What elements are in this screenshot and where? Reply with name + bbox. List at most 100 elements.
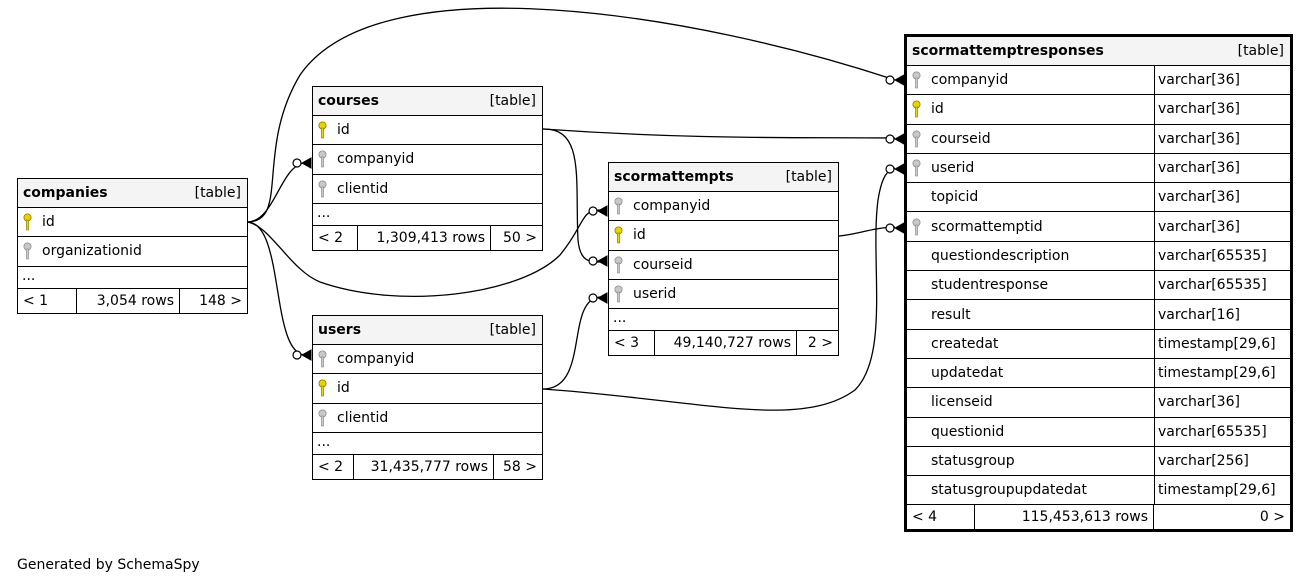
table-courses[interactable]: courses [table] id companyid clientid ..… — [312, 86, 543, 251]
table-header: companies [table] — [18, 179, 247, 208]
foreign-key-icon — [318, 150, 327, 168]
column-name: licenseid — [931, 394, 993, 411]
column-row: id varchar[36] — [907, 95, 1290, 125]
column-name: organizationid — [42, 243, 142, 260]
more-columns-ellipsis: ... — [313, 204, 542, 226]
column-row: statusgroup varchar[256] — [907, 446, 1290, 477]
row-count: 49,140,727 rows — [654, 331, 797, 356]
column-name: topicid — [931, 189, 979, 206]
column-name: companyid — [337, 151, 415, 168]
column-type: varchar[16] — [1154, 300, 1290, 329]
child-count[interactable]: 50 > — [503, 229, 537, 246]
child-count[interactable]: 2 > — [807, 335, 833, 352]
table-name: scormattempts — [614, 169, 734, 185]
column-name: id — [633, 227, 646, 244]
foreign-key-icon — [318, 409, 327, 427]
column-row: userid varchar[36] — [907, 153, 1290, 184]
table-type-label: [table] — [489, 322, 536, 338]
column-name: statusgroup — [931, 453, 1015, 469]
table-type-label: [table] — [489, 93, 536, 109]
more-columns-ellipsis: ... — [609, 309, 838, 332]
edge-courses-attempts — [542, 128, 601, 263]
foreign-key-icon — [614, 256, 623, 274]
column-name: companyid — [633, 198, 711, 215]
table-name: users — [318, 322, 362, 338]
column-type: varchar[256] — [1154, 446, 1290, 476]
column-row: companyid — [609, 192, 838, 222]
column-row: updatedat timestamp[29,6] — [907, 358, 1290, 389]
column-row: createdat timestamp[29,6] — [907, 329, 1290, 359]
table-type-label: [table] — [785, 169, 832, 185]
table-type-label: [table] — [194, 185, 241, 201]
column-name: courseid — [633, 256, 693, 273]
column-type: varchar[36] — [1154, 388, 1290, 417]
column-row: licenseid varchar[36] — [907, 388, 1290, 418]
table-users[interactable]: users [table] companyid id clientid ... … — [312, 315, 543, 480]
primary-key-icon — [614, 226, 623, 244]
foreign-key-icon — [318, 350, 327, 368]
primary-key-icon — [23, 213, 32, 231]
parent-count[interactable]: < 4 — [912, 509, 938, 526]
parent-count[interactable]: < 2 — [318, 458, 344, 475]
column-type: timestamp[29,6] — [1154, 358, 1290, 388]
column-row: id — [313, 374, 542, 404]
table-scormattempts[interactable]: scormattempts [table] companyid id cours… — [608, 162, 839, 357]
column-name: clientid — [337, 409, 389, 426]
column-name: id — [337, 122, 350, 139]
table-companies[interactable]: companies [table] id organizationid ... … — [17, 178, 248, 314]
parent-count[interactable]: < 2 — [318, 229, 344, 246]
column-name: userid — [931, 160, 975, 177]
column-name: questionid — [931, 423, 1005, 440]
column-row: clientid — [313, 175, 542, 204]
column-type: timestamp[29,6] — [1154, 476, 1290, 505]
row-count: 31,435,777 rows — [353, 454, 494, 479]
crowfoot-arrows — [300, 74, 905, 361]
parent-count[interactable]: < 3 — [614, 335, 640, 352]
column-name: result — [931, 306, 971, 323]
table-name: courses — [318, 93, 379, 109]
column-row: userid — [609, 280, 838, 310]
foreign-key-icon — [912, 71, 921, 89]
column-name: statusgroupupdatedat — [931, 482, 1087, 499]
table-header: scormattempts [table] — [609, 163, 838, 192]
column-name: courseid — [931, 130, 991, 147]
child-count[interactable]: 148 > — [199, 292, 242, 309]
edge-users-attempts — [542, 296, 601, 390]
column-type: timestamp[29,6] — [1154, 329, 1290, 358]
column-row: questiondescription varchar[65535] — [907, 241, 1290, 272]
column-row: courseid varchar[36] — [907, 124, 1290, 154]
column-name: userid — [633, 286, 677, 303]
primary-key-icon — [318, 379, 327, 397]
more-columns-ellipsis: ... — [313, 433, 542, 455]
column-row: companyid varchar[36] — [907, 66, 1290, 96]
child-count[interactable]: 58 > — [503, 458, 537, 475]
table-scormattemptresponses[interactable]: scormattemptresponses [table] companyid … — [904, 34, 1293, 533]
column-type: varchar[65535] — [1154, 271, 1290, 300]
column-type: varchar[36] — [1154, 95, 1290, 124]
table-header: courses [table] — [313, 87, 542, 116]
column-name: studentresponse — [931, 277, 1049, 294]
edge-companies-courses — [246, 162, 306, 223]
column-type: varchar[36] — [1154, 183, 1290, 212]
child-count[interactable]: 0 > — [1259, 509, 1285, 526]
column-row: companyid — [313, 145, 542, 175]
column-row: scormattemptid varchar[36] — [907, 212, 1290, 242]
edge-users-responses — [542, 167, 896, 411]
column-row: courseid — [609, 251, 838, 280]
row-count: 3,054 rows — [76, 288, 180, 313]
column-name: createdat — [931, 335, 999, 352]
column-type: varchar[36] — [1154, 212, 1290, 241]
foreign-key-icon — [23, 242, 32, 260]
column-type: varchar[36] — [1154, 124, 1290, 153]
more-columns-ellipsis: ... — [18, 267, 247, 289]
column-name: companyid — [337, 351, 415, 368]
table-footer: < 4 115,453,613 rows 0 > — [907, 505, 1290, 530]
column-name: id — [42, 214, 55, 231]
parent-count[interactable]: < 1 — [23, 292, 49, 309]
table-header: scormattemptresponses [table] — [907, 37, 1290, 66]
column-name: clientid — [337, 180, 389, 197]
foreign-key-icon — [912, 218, 921, 235]
column-row: questionid varchar[65535] — [907, 417, 1290, 447]
table-footer: < 2 31,435,777 rows 58 > — [313, 454, 542, 479]
primary-key-icon — [912, 100, 921, 118]
